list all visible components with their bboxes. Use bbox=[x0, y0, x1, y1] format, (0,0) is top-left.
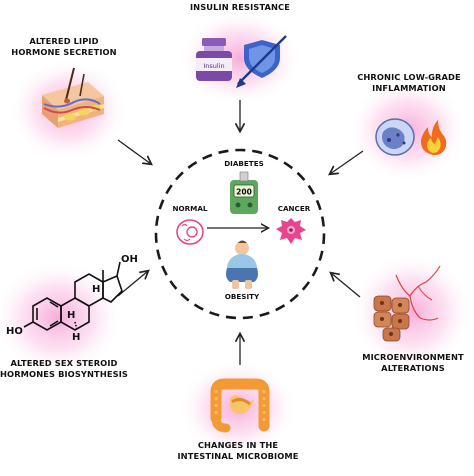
mol-h2: H bbox=[92, 284, 100, 295]
label-line: ALTERED SEX STEROID bbox=[10, 358, 118, 368]
label-normal: NORMAL bbox=[172, 204, 208, 213]
cancer-cell-icon bbox=[276, 218, 306, 244]
factor-arrows bbox=[117, 100, 364, 365]
mol-ho-left: HO bbox=[6, 326, 23, 337]
label-microenvironment: MICROENVIRONMENT ALTERATIONS bbox=[356, 352, 470, 374]
label-line: CHRONIC LOW-GRADE bbox=[357, 72, 461, 82]
label-line: CHANGES IN THE bbox=[197, 440, 279, 450]
label-altered-sex-steroid: ALTERED SEX STEROID HORMONES BIOSYNTHESI… bbox=[0, 358, 128, 380]
label-diabetes: DIABETES bbox=[224, 159, 264, 168]
arrow-inflammation bbox=[330, 150, 364, 174]
dashed-circle bbox=[154, 148, 326, 320]
label-microbiome: CHANGES IN THE INTESTINAL MICROBIOME bbox=[170, 440, 306, 462]
label-line: HORMONE SECRETION bbox=[11, 47, 117, 57]
arrow-microenvironment bbox=[331, 273, 361, 298]
insulin-vial-icon: Insulin bbox=[196, 38, 232, 81]
mol-h3: H bbox=[72, 332, 80, 343]
mol-oh-top: OH bbox=[121, 254, 138, 265]
label-line: HORMONES BIOSYNTHESIS bbox=[0, 369, 128, 379]
label-obesity: OBESITY bbox=[224, 292, 260, 301]
macrophage-icon bbox=[375, 118, 415, 156]
arrow-lipid bbox=[117, 139, 151, 164]
label-line: MICROENVIRONMENT bbox=[362, 352, 464, 362]
label-line: INFLAMMATION bbox=[372, 83, 446, 93]
obese-person-icon bbox=[226, 240, 258, 289]
skin-tissue-icon bbox=[42, 67, 104, 128]
label-cancer: CANCER bbox=[277, 204, 311, 213]
glucometer-icon: 200 bbox=[230, 171, 258, 214]
normal-cell-icon bbox=[176, 219, 204, 245]
tissue-cells-icon bbox=[373, 265, 441, 342]
label-line: INSULIN RESISTANCE bbox=[190, 2, 290, 12]
label-line: ALTERATIONS bbox=[381, 363, 445, 373]
steroid-molecule-icon bbox=[23, 261, 123, 331]
label-line: INTESTINAL MICROBIOME bbox=[177, 451, 299, 461]
fire-icon bbox=[420, 120, 447, 156]
vial-label: Insulin bbox=[203, 62, 224, 70]
label-altered-lipid: ALTERED LIPID HORMONE SECRETION bbox=[2, 36, 126, 58]
intestine-icon bbox=[210, 378, 270, 433]
label-line: ALTERED LIPID bbox=[29, 36, 99, 46]
label-insulin-resistance: INSULIN RESISTANCE bbox=[178, 2, 302, 13]
glucometer-reading: 200 bbox=[236, 188, 252, 197]
label-chronic-inflammation: CHRONIC LOW-GRADE INFLAMMATION bbox=[346, 72, 472, 94]
arrow-steroid bbox=[117, 271, 148, 297]
mol-h1: H bbox=[67, 310, 75, 321]
shield-icon bbox=[236, 35, 287, 88]
